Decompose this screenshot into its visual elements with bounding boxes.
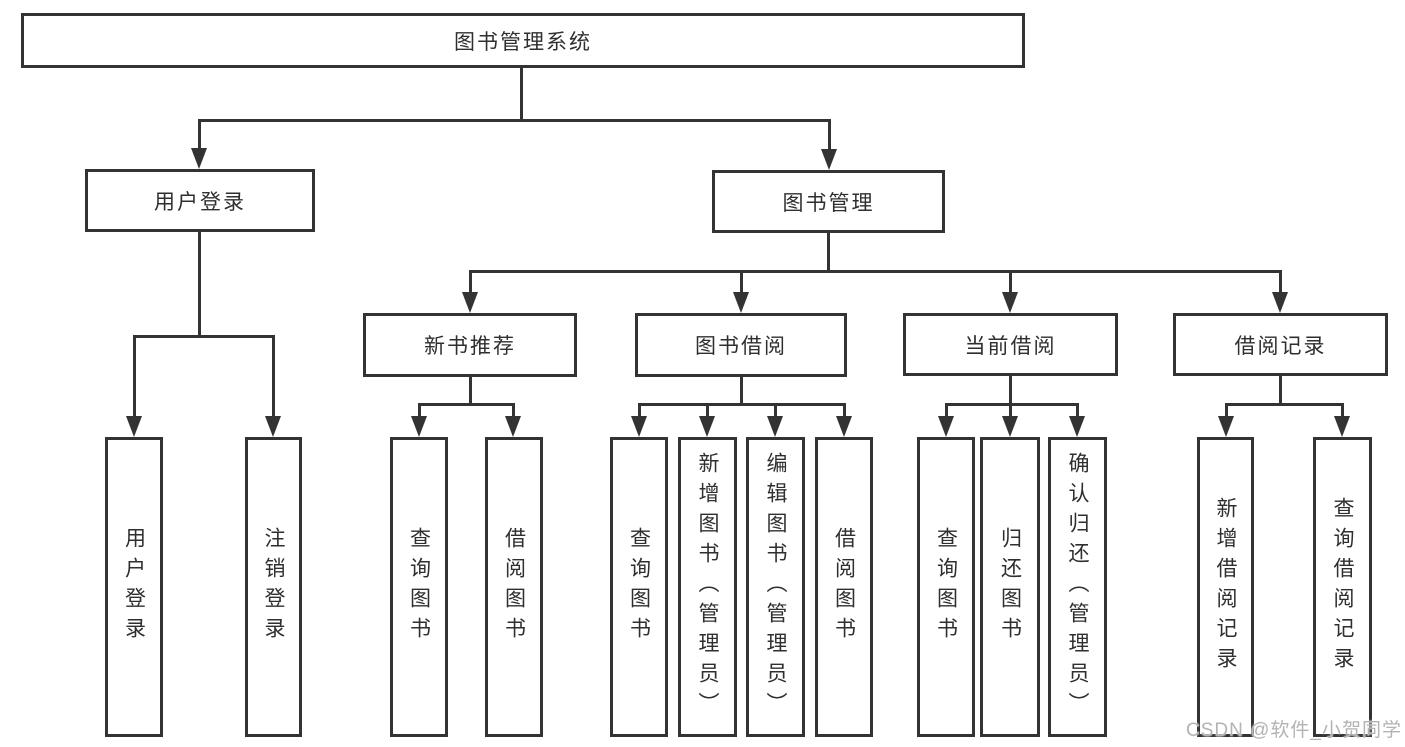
connector-root-splitter — [198, 119, 831, 122]
connector-stem-rec-add — [1225, 403, 1228, 417]
arrow-down-bb-borrow — [836, 416, 852, 437]
connector-stem-borrow-records — [1279, 270, 1282, 293]
connector-stem-cb-return — [1009, 403, 1012, 417]
arrow-down-rec-add — [1218, 416, 1234, 437]
connector-stem-bb-borrow — [843, 403, 846, 417]
connector-stem-bb-edit — [774, 403, 777, 417]
connector-stem-bb-add — [706, 403, 709, 417]
leaf-borrow-books-recommend: 借阅图书 — [485, 437, 543, 737]
connector-user-login-splitter — [133, 335, 275, 338]
connector-stem-current-borrow — [1009, 270, 1012, 293]
leaf-query-books-borrow: 查询图书 — [610, 437, 668, 737]
leaf-query-books-recommend: 查询图书 — [390, 437, 448, 737]
connector-stem-bb-query — [638, 403, 641, 417]
connector-current-borrow-splitter — [945, 403, 1079, 406]
connector-borrow-records-trunk — [1279, 376, 1282, 403]
arrow-down-bb-query — [631, 416, 647, 437]
node-library-management-system: 图书管理系统 — [21, 13, 1025, 68]
arrow-down-leaf-logout — [265, 416, 281, 437]
connector-book-management-trunk — [827, 233, 830, 270]
connector-stem-leaf-user-login — [133, 335, 136, 417]
leaf-query-borrow-record: 查询借阅记录 — [1313, 437, 1372, 737]
arrow-down-current-borrow — [1002, 292, 1018, 313]
node-book-management: 图书管理 — [712, 170, 945, 233]
connector-new-book-trunk — [469, 377, 472, 403]
arrow-down-cb-confirm — [1069, 416, 1085, 437]
connector-stem-user-login — [198, 119, 201, 149]
arrow-down-borrow-records — [1272, 292, 1288, 313]
arrow-down-cb-return — [1002, 416, 1018, 437]
arrow-down-cb-query — [938, 416, 954, 437]
connector-current-borrow-trunk — [1009, 376, 1012, 403]
connector-stem-leaf-logout — [272, 335, 275, 417]
connector-book-borrow-trunk — [740, 377, 743, 403]
arrow-down-new-book — [462, 292, 478, 313]
leaf-add-book-admin: 新增图书（管理员） — [678, 437, 737, 737]
arrow-down-user-login — [191, 148, 207, 169]
node-book-borrow: 图书借阅 — [635, 313, 847, 377]
leaf-user-login: 用户登录 — [105, 437, 163, 737]
connector-stem-book-management — [828, 119, 831, 149]
connector-book-borrow-splitter — [638, 403, 846, 406]
connector-stem-rec-query — [1341, 403, 1344, 417]
csdn-watermark: CSDN @软件_小贺同学 — [1186, 720, 1402, 741]
arrow-down-nb-query — [411, 416, 427, 437]
connector-stem-cb-confirm — [1076, 403, 1079, 417]
arrow-down-bb-edit — [767, 416, 783, 437]
leaf-add-borrow-record: 新增借阅记录 — [1197, 437, 1254, 737]
leaf-return-book: 归还图书 — [980, 437, 1040, 737]
connector-stem-nb-borrow — [512, 403, 515, 417]
connector-stem-new-book — [469, 270, 472, 293]
connector-new-book-splitter — [418, 403, 515, 406]
node-user-login: 用户登录 — [85, 169, 315, 232]
connector-user-login-trunk — [198, 232, 201, 335]
leaf-edit-book-admin: 编辑图书（管理员） — [746, 437, 805, 737]
leaf-borrow-book: 借阅图书 — [815, 437, 873, 737]
leaf-query-books-current: 查询图书 — [917, 437, 975, 737]
node-new-book-recommend: 新书推荐 — [363, 313, 577, 377]
connector-root-trunk — [520, 66, 523, 119]
connector-book-management-splitter — [469, 270, 1282, 273]
node-borrow-records: 借阅记录 — [1173, 313, 1388, 376]
leaf-logout: 注销登录 — [245, 437, 302, 737]
arrow-down-nb-borrow — [505, 416, 521, 437]
arrow-down-rec-query — [1334, 416, 1350, 437]
arrow-down-bb-add — [699, 416, 715, 437]
leaf-confirm-return-admin: 确认归还（管理员） — [1048, 437, 1107, 737]
arrow-down-book-management — [821, 149, 837, 170]
connector-borrow-records-splitter — [1225, 403, 1344, 406]
connector-stem-nb-query — [418, 403, 421, 417]
arrow-down-book-borrow — [733, 292, 749, 313]
node-current-borrow: 当前借阅 — [903, 313, 1118, 376]
arrow-down-leaf-user-login — [126, 416, 142, 437]
connector-stem-cb-query — [945, 403, 948, 417]
connector-stem-book-borrow — [740, 270, 743, 293]
